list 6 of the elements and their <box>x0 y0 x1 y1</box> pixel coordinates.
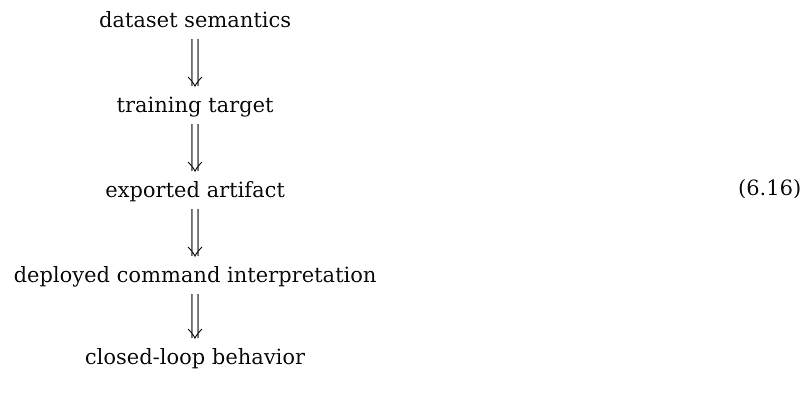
node-text: exported artifact <box>105 178 285 202</box>
node-text: closed-loop behavior <box>84 345 306 369</box>
node-text: dataset semantics <box>98 8 292 32</box>
equation-number: (6.16) <box>738 175 802 201</box>
node-text: training target <box>116 93 274 117</box>
node-text: deployed command interpretation <box>14 263 376 287</box>
